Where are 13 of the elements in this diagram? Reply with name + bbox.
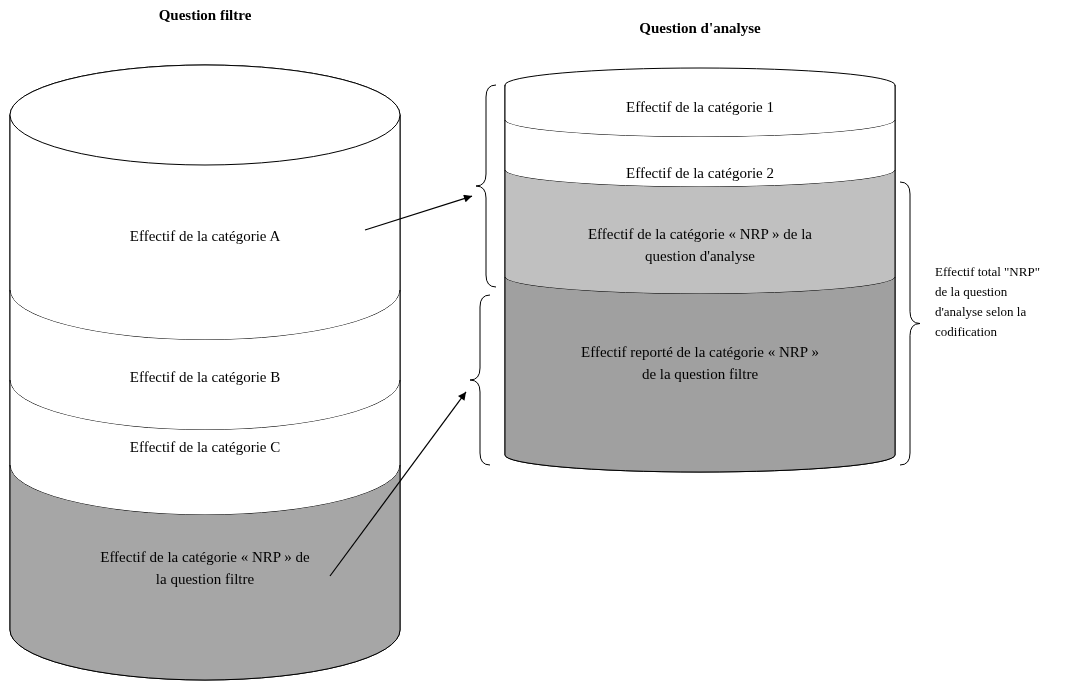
category-label: Effectif de la catégorie « NRP » de la question filtre [99, 548, 311, 589]
category-label: Effectif de la catégorie « NRP » de la question d'analyse [586, 225, 814, 266]
category-label: Effectif reporté de la catégorie « NRP » de la question filtre [580, 343, 820, 384]
column-heading: Question d'analyse [638, 20, 762, 37]
column-heading: Question filtre [157, 7, 253, 24]
brace-annotation: Effectif total "NRP" de la question d'analyse selon la codification [935, 263, 1041, 341]
arrow [364, 194, 473, 231]
category-label: Effectif de la catégorie 2 [625, 164, 775, 183]
category-label: Effectif de la catégorie B [128, 368, 282, 387]
category-label: Effectif de la catégorie 1 [625, 98, 775, 117]
category-label: Effectif de la catégorie A [128, 227, 282, 246]
category-label: Effectif de la catégorie C [128, 438, 282, 457]
arrow [329, 391, 467, 577]
